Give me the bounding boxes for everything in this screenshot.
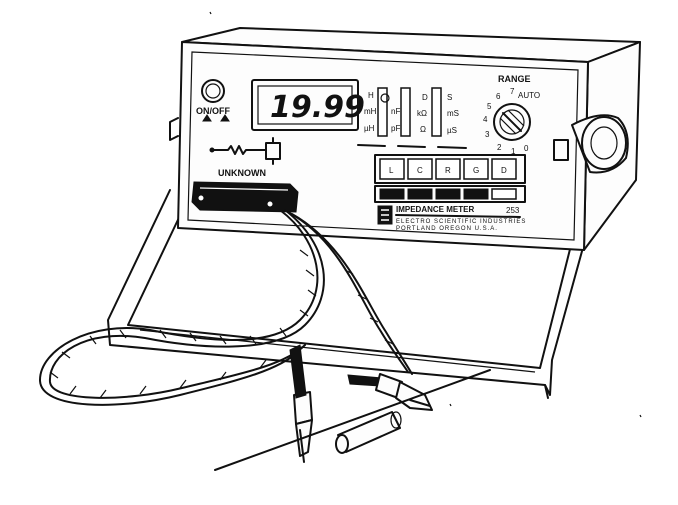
test-lead-cable (39, 209, 413, 406)
unit-d: D (422, 93, 428, 102)
range-5: 5 (487, 102, 492, 111)
function-label-l: L (389, 166, 394, 175)
function-button-d[interactable] (491, 158, 517, 180)
unit-nf: nF (391, 107, 400, 116)
model-number: 253 (506, 206, 520, 215)
function-label-d: D (501, 166, 507, 175)
maker-line-1: ELECTRO SCIENTIFIC INDUSTRIES (396, 219, 526, 225)
secondary-button-4[interactable] (463, 188, 489, 200)
secondary-button-3[interactable] (435, 188, 461, 200)
range-3: 3 (485, 130, 490, 139)
secondary-button-5[interactable] (491, 188, 517, 200)
function-label-c: C (417, 166, 423, 175)
brand-title: IMPEDANCE METER (396, 205, 474, 214)
lcd-display (251, 79, 359, 131)
stand-hinge-knob (553, 114, 629, 174)
unit-ms: mS (447, 109, 459, 118)
component-under-test (214, 369, 491, 471)
function-label-g: G (473, 166, 479, 175)
secondary-button-1[interactable] (379, 188, 405, 200)
unknown-component-icon (209, 137, 281, 165)
function-button-l[interactable] (379, 158, 405, 180)
maker-line-2: PORTLAND OREGON U.S.A. (396, 226, 498, 232)
range-auto: AUTO (518, 91, 540, 100)
left-hinge (169, 117, 179, 141)
function-button-g[interactable] (463, 158, 489, 180)
unit-pf: pF (391, 124, 400, 133)
meter-case (177, 27, 641, 251)
unit-uh: µH (364, 124, 375, 133)
display-reading: 19.99 (270, 90, 365, 125)
range-6: 6 (496, 92, 501, 101)
power-arrow-icons (202, 114, 230, 122)
range-4: 4 (483, 115, 488, 124)
unit-indicators: H mH µH nF pF D kΩ Ω S mS µS (357, 87, 467, 149)
range-knob[interactable] (493, 103, 531, 141)
unit-us: µS (447, 126, 457, 135)
brand-plate (377, 205, 521, 225)
power-label: ON/OFF (196, 106, 230, 116)
function-button-row (374, 154, 526, 184)
range-7: 7 (510, 87, 515, 96)
unit-kohm: kΩ (417, 109, 427, 118)
right-alligator-clip (347, 373, 433, 411)
function-label-r: R (445, 166, 451, 175)
range-1: 1 (511, 147, 516, 156)
secondary-button-row (374, 185, 526, 203)
unit-ohm: Ω (420, 125, 426, 134)
unit-mh: mH (364, 107, 377, 116)
scan-marks (209, 11, 642, 418)
secondary-button-2[interactable] (407, 188, 433, 200)
function-button-c[interactable] (407, 158, 433, 180)
power-button[interactable] (201, 79, 225, 103)
function-button-r[interactable] (435, 158, 461, 180)
range-0: 0 (524, 144, 529, 153)
tilt-stand (107, 169, 604, 399)
range-2: 2 (497, 143, 502, 152)
test-lead-connector (191, 181, 299, 213)
unit-s: S (447, 93, 452, 102)
range-label: RANGE (498, 74, 531, 84)
unknown-label: UNKNOWN (218, 168, 266, 178)
unit-h: H (368, 91, 374, 100)
